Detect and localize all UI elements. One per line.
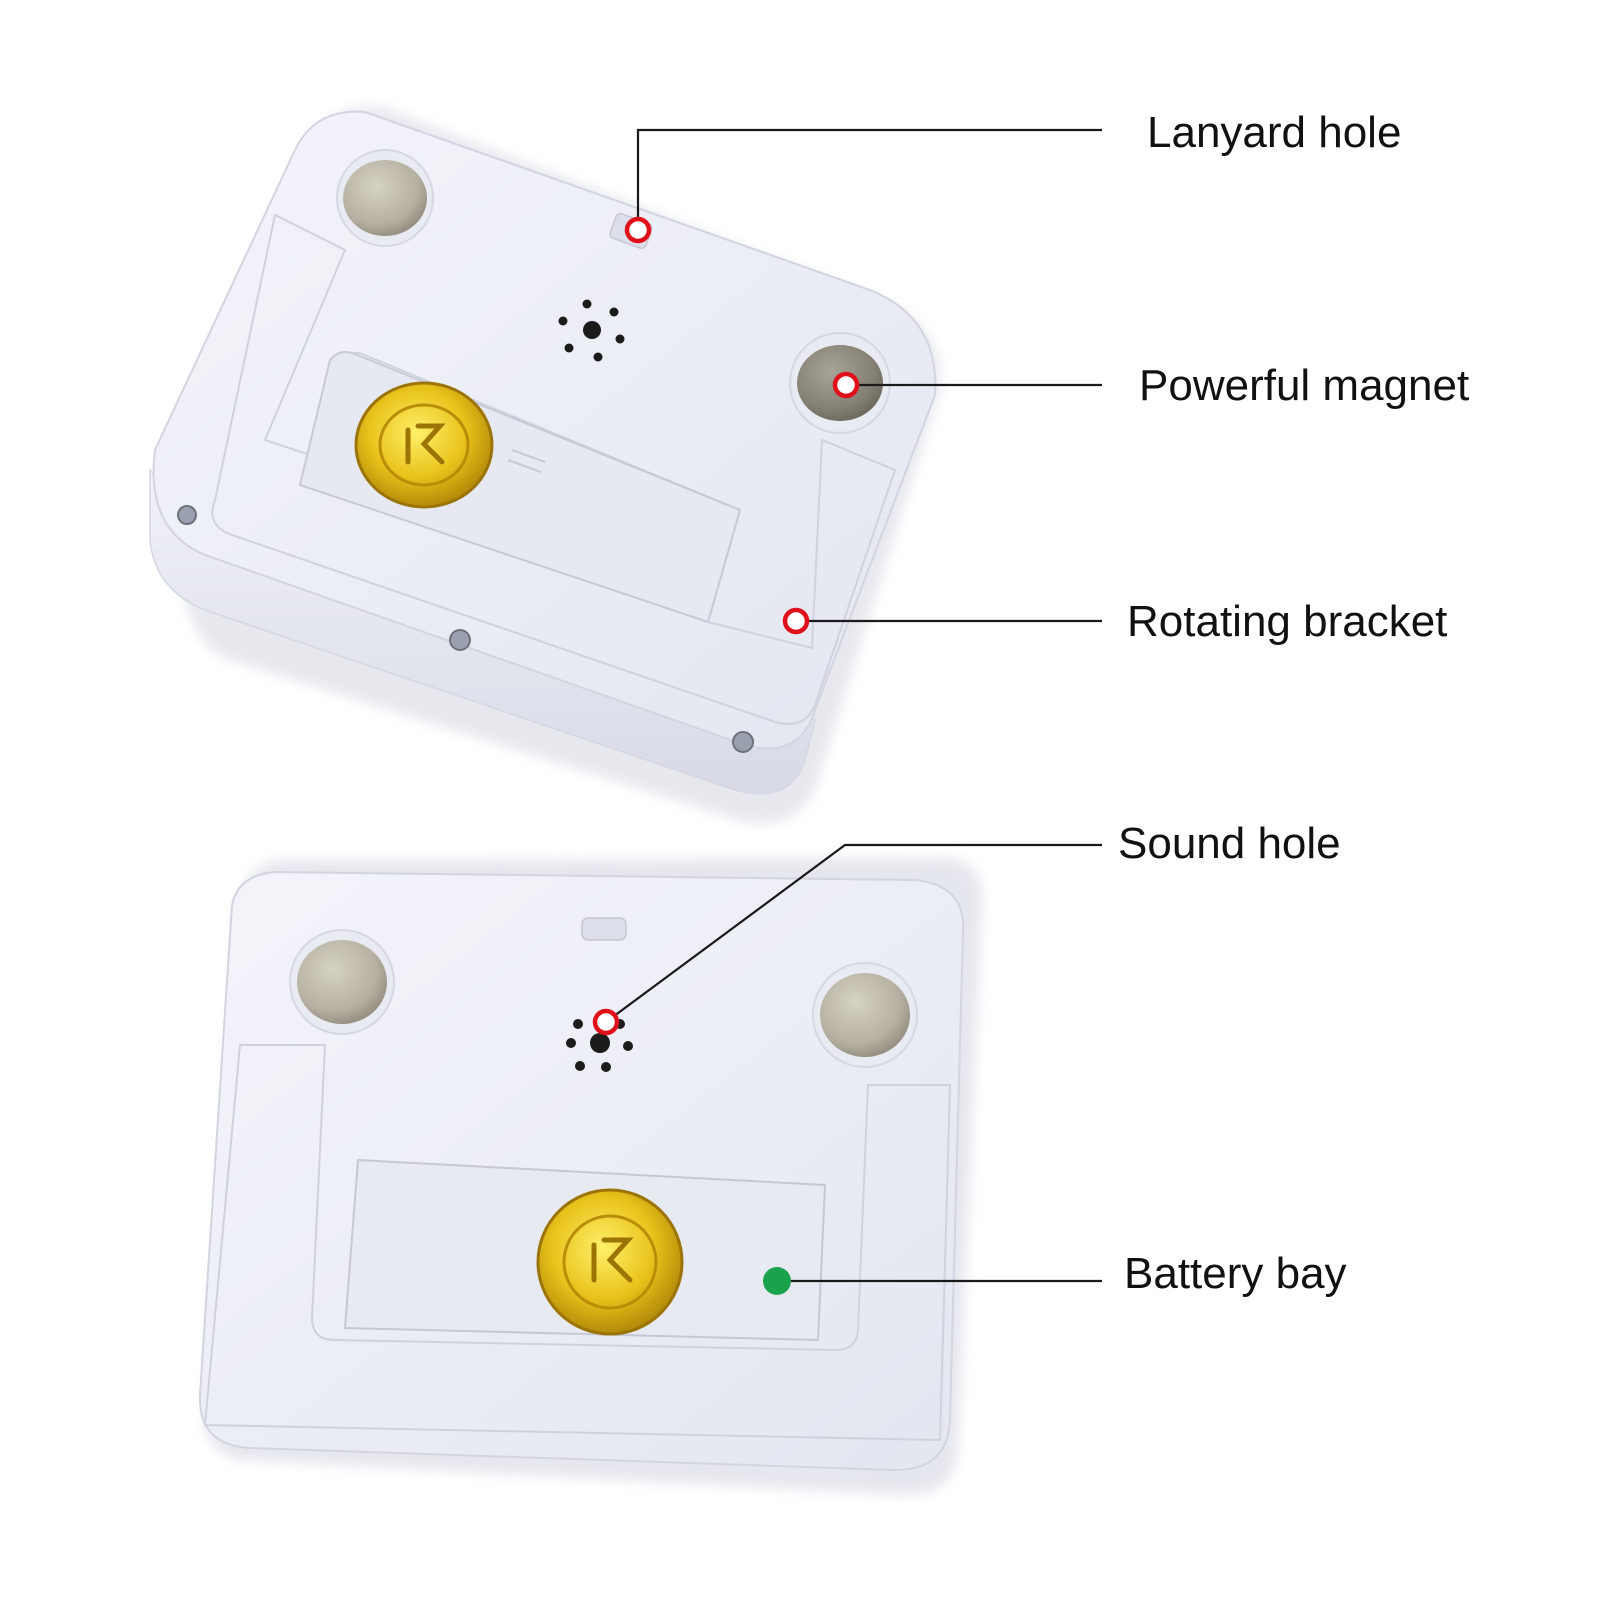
screws-top <box>177 505 754 753</box>
marker-rotating-bracket <box>782 607 810 635</box>
seal-sticker-top <box>354 381 494 509</box>
marker-battery-bay <box>763 1267 791 1295</box>
label-rotating-bracket: Rotating bracket <box>1127 597 1447 646</box>
marker-lanyard-hole <box>624 216 652 244</box>
sound-holes-top <box>558 299 625 362</box>
marker-powerful-magnet <box>832 371 860 399</box>
label-powerful-magnet: Powerful magnet <box>1139 361 1469 410</box>
seal-sticker-bottom <box>536 1188 684 1336</box>
top-device <box>149 106 941 824</box>
rotating-bracket-groove-bottom <box>203 1044 952 1442</box>
magnet-top-left <box>343 160 427 236</box>
marker-sound-hole <box>592 1008 620 1036</box>
bottom-device <box>198 858 983 1495</box>
label-sound-hole: Sound hole <box>1118 819 1341 868</box>
lanyard-slot-bottom <box>581 917 627 941</box>
magnet-bottom-right <box>820 973 910 1057</box>
label-battery-bay: Battery bay <box>1124 1249 1347 1298</box>
callouts: Lanyard hole Powerful magnet Rotating br… <box>592 108 1469 1298</box>
leader-lanyard-hole <box>636 128 1102 230</box>
leader-sound-hole <box>605 843 1102 1023</box>
magnet-bottom-left <box>297 940 387 1024</box>
label-lanyard-hole: Lanyard hole <box>1147 108 1401 157</box>
